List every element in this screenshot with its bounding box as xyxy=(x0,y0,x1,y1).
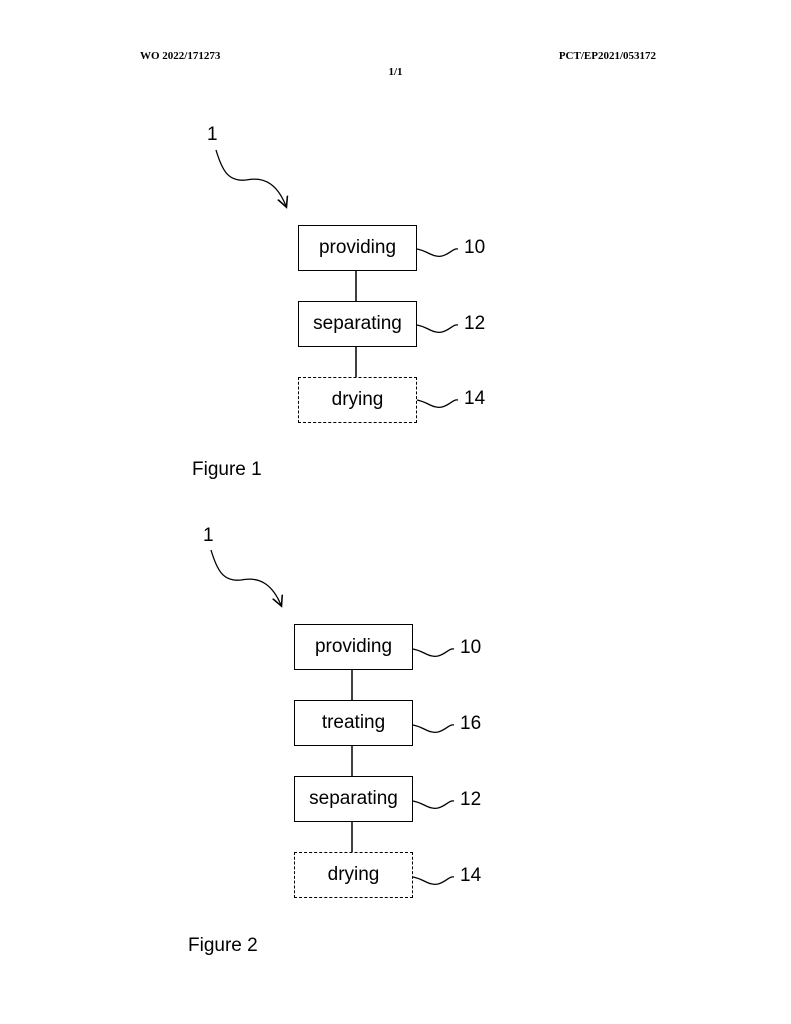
fig1-overall-arrow xyxy=(216,150,286,206)
fig2-step-label: providing xyxy=(315,636,392,658)
fig1-step-label: drying xyxy=(332,389,384,411)
fig2-step-label: drying xyxy=(328,864,380,886)
fig2-ref-14: 14 xyxy=(460,865,481,887)
fig2-step-treating: treating xyxy=(294,700,413,746)
fig1-caption: Figure 1 xyxy=(192,459,262,481)
fig1-ref-12: 12 xyxy=(464,313,485,335)
page-indicator: 1/1 xyxy=(0,66,791,78)
fig1-ref-14: 14 xyxy=(464,388,485,410)
fig2-caption: Figure 2 xyxy=(188,935,258,957)
fig1-ref-10: 10 xyxy=(464,237,485,259)
fig1-leader-12 xyxy=(417,325,458,332)
fig1-step-providing: providing xyxy=(298,225,417,271)
fig1-step-separating: separating xyxy=(298,301,417,347)
fig2-overall-arrow xyxy=(211,550,281,605)
publication-number: WO 2022/171273 xyxy=(140,50,220,62)
fig2-step-separating: separating xyxy=(294,776,413,822)
fig2-leader-12 xyxy=(413,801,454,808)
fig2-step-label: separating xyxy=(309,788,398,810)
fig1-leader-10 xyxy=(417,249,458,256)
fig2-step-label: treating xyxy=(322,712,385,734)
fig2-leader-14 xyxy=(413,877,454,884)
fig2-overall-ref: 1 xyxy=(203,525,214,547)
fig2-leader-10 xyxy=(413,649,454,656)
fig2-ref-12: 12 xyxy=(460,789,481,811)
fig1-step-drying: drying xyxy=(298,377,417,423)
fig2-leader-16 xyxy=(413,725,454,732)
fig2-step-drying: drying xyxy=(294,852,413,898)
fig1-step-label: separating xyxy=(313,313,402,335)
fig2-ref-10: 10 xyxy=(460,637,481,659)
fig1-overall-ref: 1 xyxy=(207,124,218,146)
application-number: PCT/EP2021/053172 xyxy=(559,50,656,62)
fig2-ref-16: 16 xyxy=(460,713,481,735)
fig1-leader-14 xyxy=(417,400,458,407)
fig1-step-label: providing xyxy=(319,237,396,259)
fig2-step-providing: providing xyxy=(294,624,413,670)
